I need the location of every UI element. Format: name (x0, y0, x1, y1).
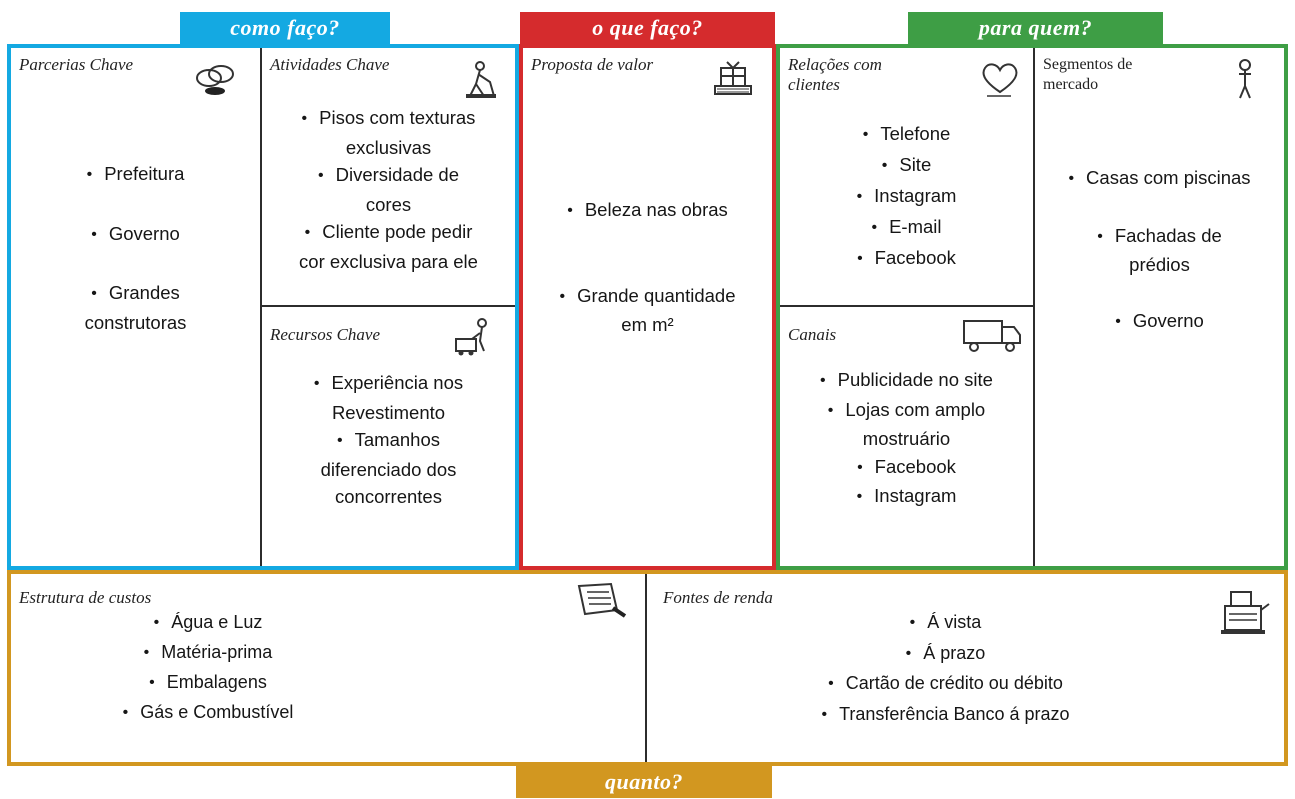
cell-relacoes-com-clientes: Relações com clientes •Telefone •Site •I… (780, 48, 1033, 305)
list-item: •Prefeitura (86, 163, 185, 184)
list-item: •Governo (91, 222, 180, 244)
cell-title-renda: Fontes de renda (663, 588, 773, 607)
recursos-list: •Experiência nos Revestimento •Tamanhos … (262, 369, 515, 511)
list-item: •Água e Luz (153, 612, 263, 632)
cell-segmentos-de-mercado: Segmentos de mercado •Casas com piscinas… (1035, 48, 1284, 566)
list-item: •Lojas com amplo mostruário (827, 398, 986, 450)
renda-list: •Á vista •Á prazo •Cartão de crédito ou … (647, 608, 1244, 730)
segmentos-list: •Casas com piscinas •Fachadas de prédios… (1035, 164, 1284, 336)
cell-proposta-de-valor: Proposta de valor •Beleza nas obras •Gra… (523, 48, 772, 566)
cell-title-canais: Canais (788, 325, 837, 344)
list-item: •Telefone (862, 123, 951, 144)
list-item: •Grandes construtoras (84, 282, 187, 333)
list-item: •Instagram (856, 485, 957, 506)
cell-title-atividades: Atividades Chave (270, 55, 390, 74)
receipt-paper-icon (569, 580, 629, 622)
list-item: •Cliente pode pedir cor exclusiva para e… (299, 221, 478, 272)
list-item: •Site (881, 154, 932, 175)
list-item: •Transferência Banco á prazo (821, 703, 1070, 724)
list-item: •Tamanhos diferenciado dos concorrentes (320, 429, 457, 507)
cell-atividades-chave: Atividades Chave •Pisos com texturas exc… (262, 48, 515, 305)
relacoes-list: •Telefone •Site •Instagram •E-mail •Face… (780, 119, 1033, 274)
blue-frame (7, 44, 519, 570)
list-item: •Publicidade no site (820, 369, 993, 390)
cell-estrutura-de-custos: Estrutura de custos •Água e Luz •Matéria… (11, 574, 645, 762)
custos-list: •Água e Luz •Matéria-prima •Embalagens •… (11, 608, 405, 728)
list-item: •Fachadas de prédios (1097, 224, 1222, 276)
gold-frame (7, 570, 1288, 766)
person-icon (1230, 58, 1260, 100)
heart-icon (975, 58, 1025, 100)
divider-parcerias-atividades (260, 48, 262, 566)
cell-title-recursos: Recursos Chave (270, 325, 381, 344)
list-item: •Casas com piscinas (1068, 167, 1251, 188)
tab-como-faco: como faço? (180, 12, 390, 44)
cash-register-icon (1217, 584, 1273, 638)
list-item: •Pisos com texturas exclusivas (301, 107, 476, 158)
red-frame (519, 44, 776, 570)
list-item: •Á vista (909, 612, 982, 632)
tab-o-que-faco: o que faço? (520, 12, 775, 44)
atividades-list: •Pisos com texturas exclusivas •Diversid… (262, 104, 515, 275)
list-item: •Á prazo (905, 642, 986, 663)
cell-fontes-de-renda: Fontes de renda •Á vista •Á prazo •Cartã… (647, 574, 1284, 762)
worker-cleaning-icon (454, 58, 504, 100)
gift-box-icon (709, 56, 759, 98)
divider-custos-renda (645, 574, 647, 762)
worker-with-cart-icon (452, 315, 502, 357)
cell-parcerias-chave: Parcerias Chave •Prefeitura •Governo •Gr… (11, 48, 260, 566)
list-item: •Grande quantidade em m² (559, 284, 736, 336)
list-item: •Diversidade de cores (317, 164, 459, 215)
list-item: •Facebook (857, 247, 956, 268)
green-frame (776, 44, 1288, 570)
list-item: •Facebook (857, 455, 956, 477)
list-item: •E-mail (871, 216, 942, 237)
cell-title-segmentos: Segmentos de mercado (1043, 56, 1133, 93)
divider-atividades-recursos (262, 305, 515, 307)
cell-title-proposta: Proposta de valor (531, 55, 654, 74)
proposta-list: •Beleza nas obras •Grande quantidade em … (523, 196, 772, 339)
divider-relacoes-canais (780, 305, 1033, 307)
parcerias-list: •Prefeitura •Governo •Grandes construtor… (11, 160, 260, 336)
cell-canais: Canais •Publicidade no site •Lojas com a… (780, 307, 1033, 566)
chain-links-icon (191, 56, 241, 98)
list-item: •Cartão de crédito ou débito (828, 673, 1063, 693)
list-item: •Gás e Combustível (122, 702, 294, 722)
list-item: •Matéria-prima (143, 642, 273, 662)
cell-recursos-chave: Recursos Chave •Experiência nos Revestim… (262, 307, 515, 566)
list-item: •Beleza nas obras (567, 199, 728, 220)
canais-list: •Publicidade no site •Lojas com amplo mo… (780, 366, 1033, 512)
tab-quanto: quanto? (516, 766, 772, 798)
delivery-truck-icon (960, 313, 1024, 355)
cell-title-relacoes: Relações com clientes (788, 55, 882, 94)
tab-para-quem: para quem? (908, 12, 1163, 44)
list-item: •Governo (1115, 309, 1204, 331)
cell-title-parcerias: Parcerias Chave (19, 55, 134, 74)
cell-title-custos: Estrutura de custos (19, 588, 152, 607)
list-item: •Instagram (856, 185, 957, 206)
list-item: •Experiência nos Revestimento (313, 372, 464, 423)
divider-canais-segmentos (1033, 48, 1035, 566)
list-item: •Embalagens (149, 672, 267, 692)
